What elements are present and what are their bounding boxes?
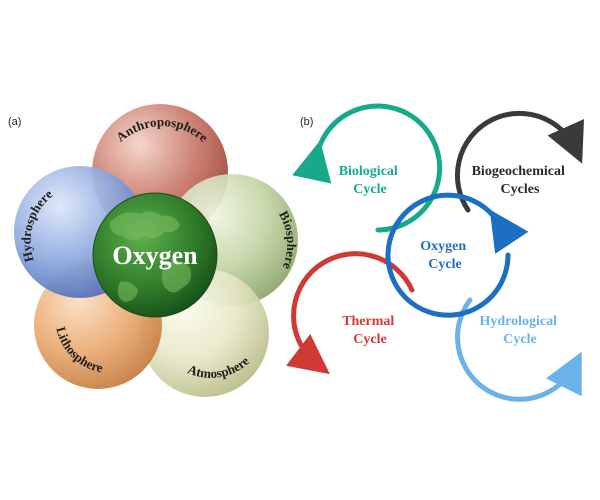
biogeochemical-arrow xyxy=(454,110,584,213)
thermal-arrow xyxy=(285,251,415,375)
cycle-biogeochemical: Biogeochemical Cycles xyxy=(454,110,584,213)
cycle-thermal: Thermal Cycle xyxy=(285,251,415,375)
oxygen-center-label: Oxygen xyxy=(112,241,198,270)
globe-landmass-icon xyxy=(109,211,191,302)
svg-text:Biological Cycle: Biological Cycle xyxy=(339,164,402,197)
svg-text:Hydrological Cycle: Hydrological Cycle xyxy=(479,314,560,347)
biogeochemical-label-line1: Biogeochemical xyxy=(472,164,565,179)
panel-a-label: (a) xyxy=(8,116,21,128)
cycle-biological: Biological Cycle xyxy=(292,103,443,233)
biological-label-line1: Biological xyxy=(339,164,398,179)
hydrological-label-line2: Cycle xyxy=(503,332,536,347)
hydrological-label-line1: Hydrological xyxy=(479,314,557,329)
oxygen-arrow xyxy=(385,192,529,318)
hydrological-arrow xyxy=(455,297,582,402)
panel-b: (b) Biological Cycle Biogeochemical Cycl… xyxy=(285,103,584,402)
oxygen-globe: Oxygen xyxy=(92,192,218,318)
biological-label-line2: Cycle xyxy=(353,182,386,197)
biological-arrow xyxy=(292,103,443,233)
oxygen-cycle-label-line1: Oxygen xyxy=(420,239,466,254)
biogeochemical-label-line2: Cycles xyxy=(501,182,540,197)
svg-text:Oxygen Cycle: Oxygen Cycle xyxy=(420,239,469,272)
svg-text:Biogeochemical Cycles: Biogeochemical Cycles xyxy=(472,164,569,197)
thermal-label-line1: Thermal xyxy=(342,314,394,329)
thermal-label-line2: Cycle xyxy=(353,332,386,347)
panel-a: (a) Anthroposphere Biosphere Atmosphere xyxy=(8,104,299,397)
cycle-oxygen: Oxygen Cycle xyxy=(385,192,529,318)
oxygen-cycle-label-line2: Cycle xyxy=(428,257,461,272)
svg-text:Thermal Cycle: Thermal Cycle xyxy=(342,314,398,347)
panel-b-label: (b) xyxy=(300,116,313,128)
cycle-hydrological: Hydrological Cycle xyxy=(455,297,582,402)
